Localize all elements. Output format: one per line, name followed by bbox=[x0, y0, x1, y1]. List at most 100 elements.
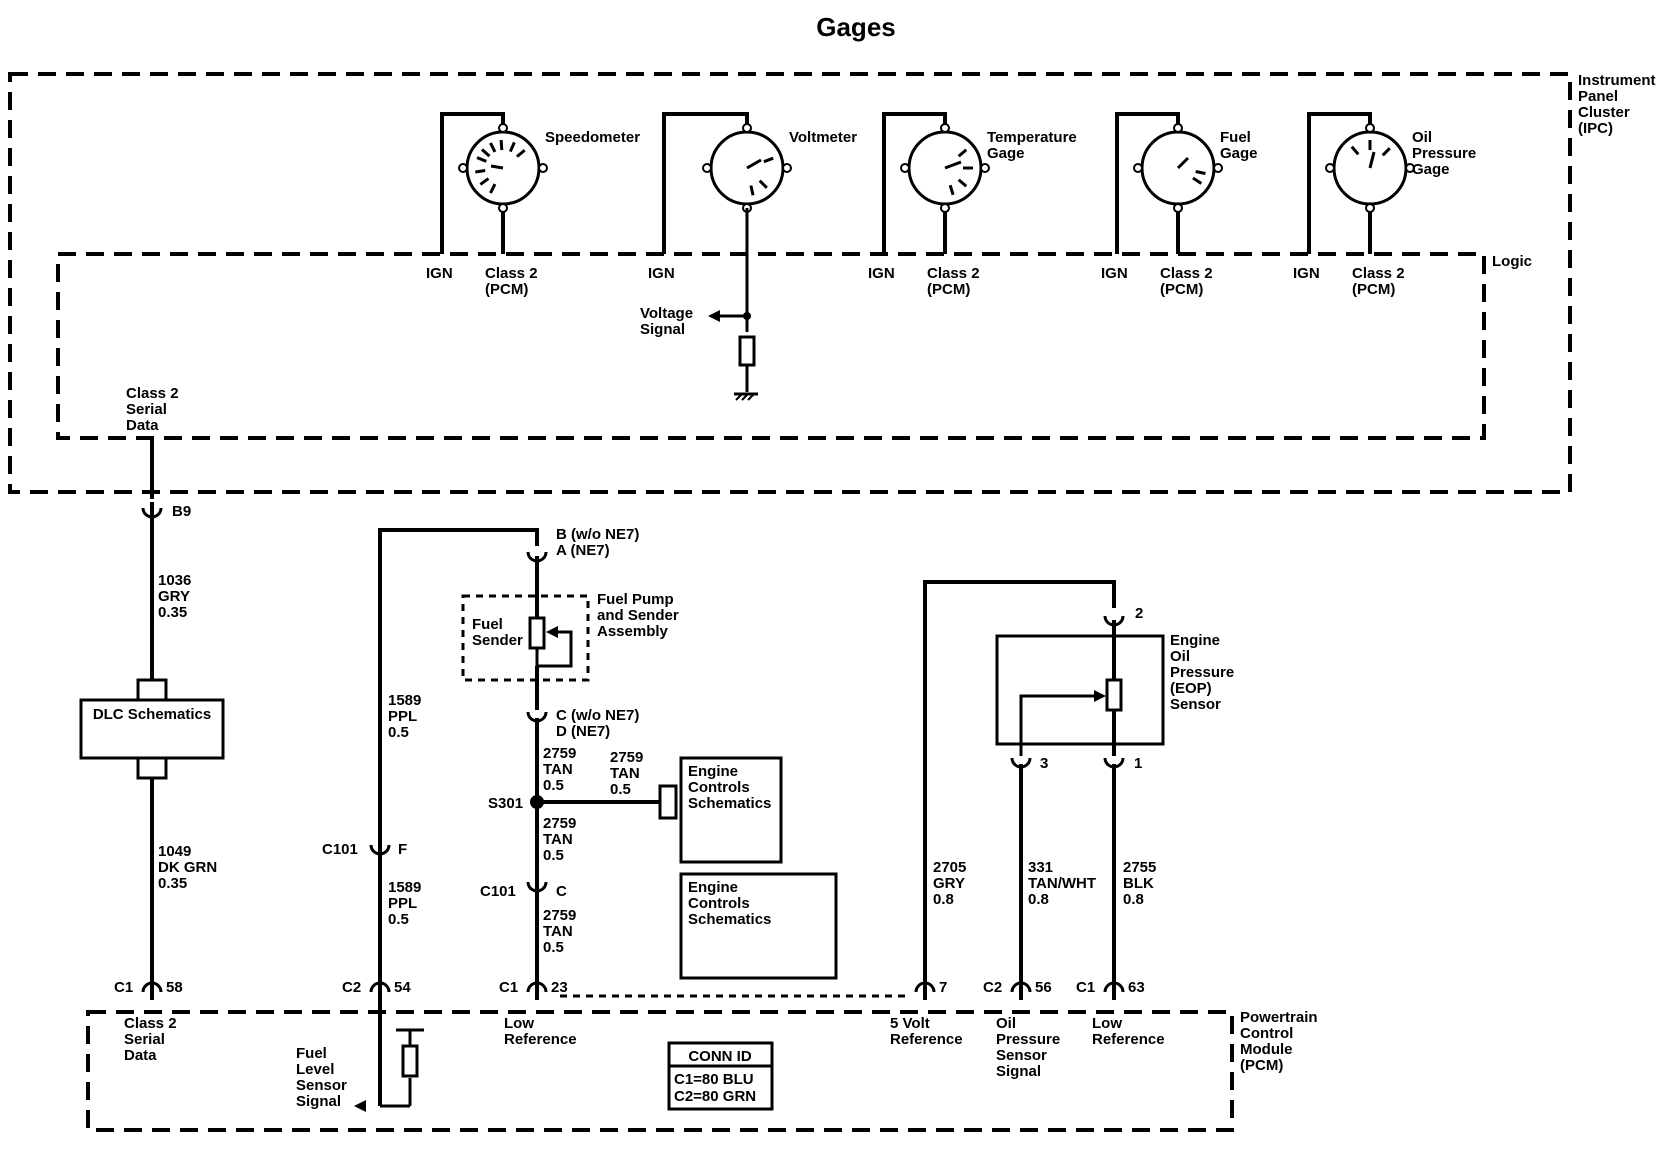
gauge-ign-label: IGN bbox=[1101, 265, 1128, 282]
fuel-sender-wiper-arrow bbox=[546, 626, 558, 638]
ipc-boundary bbox=[8, 72, 1572, 494]
pcm-pin-number: 23 bbox=[551, 979, 568, 996]
gauge-class2-label: Class 2(PCM) bbox=[1352, 265, 1405, 298]
pcm-pin-63: C1 63 bbox=[1076, 979, 1145, 1000]
eop-connector-3-label: 3 bbox=[1040, 755, 1048, 772]
engine-controls-box-2 bbox=[679, 872, 838, 980]
gauge-class2-label: Class 2(PCM) bbox=[485, 265, 538, 298]
pcm-boundary bbox=[86, 1010, 1234, 1132]
gauge-ign-label: IGN bbox=[1293, 265, 1320, 282]
engine-controls-box-1 bbox=[679, 756, 783, 864]
pcm-pin-7: 7 bbox=[914, 979, 947, 1000]
connector-b9 bbox=[141, 492, 163, 519]
fuel-level-signal-arrow bbox=[354, 1100, 366, 1112]
gauge-ign-label: IGN bbox=[426, 265, 453, 282]
fuel-connector-bottom-label: C (w/o NE7)D (NE7) bbox=[556, 707, 639, 740]
gauge-ign-label: IGN bbox=[648, 265, 675, 282]
connector-c101-f bbox=[369, 844, 391, 856]
connector-b9-label: B9 bbox=[172, 503, 191, 520]
logic-boundary bbox=[56, 252, 1486, 440]
connector-c101-f-pin: F bbox=[398, 841, 407, 858]
pcm-pin-23: C1 23 bbox=[499, 979, 568, 1000]
eop-sensor-resistor bbox=[1105, 678, 1123, 712]
eop-connector-2-label: 2 bbox=[1135, 605, 1143, 622]
pcm-pin-connector: C2 bbox=[983, 979, 1002, 996]
pcm-pin-connector: C2 bbox=[342, 979, 361, 996]
voltmeter-resistor bbox=[738, 335, 756, 367]
gauge-class2-label: Class 2(PCM) bbox=[1160, 265, 1213, 298]
fuel-connector-top-label: B (w/o NE7)A (NE7) bbox=[556, 526, 639, 559]
connector-c101-c bbox=[526, 881, 548, 893]
conn-id-title: CONN ID bbox=[688, 1048, 752, 1065]
eop-wiper-arrow bbox=[1094, 690, 1106, 702]
pcm-pin-number: 54 bbox=[394, 979, 411, 996]
pcm-pin-56: C2 56 bbox=[983, 979, 1052, 1000]
gauge-class2-label: Class 2(PCM) bbox=[927, 265, 980, 298]
eop-connector-1-label: 1 bbox=[1134, 755, 1142, 772]
diagram-title: Gages bbox=[816, 12, 896, 42]
fuel-level-pullup-resistor bbox=[401, 1044, 419, 1078]
gauge-name: Speedometer bbox=[545, 129, 640, 146]
eop-sensor-box bbox=[995, 634, 1165, 746]
fuel-sender-resistor bbox=[528, 616, 546, 650]
pcm-pin-58: C1 58 bbox=[114, 979, 183, 1000]
dlc-label: DLC Schematics bbox=[93, 706, 211, 723]
pcm-pin-number: 56 bbox=[1035, 979, 1052, 996]
gauge-ign-label: IGN bbox=[868, 265, 895, 282]
fuel-connector-top bbox=[526, 551, 548, 620]
pcm-pin-connector: C1 bbox=[499, 979, 518, 996]
logic-label: Logic bbox=[1492, 253, 1532, 270]
connector-c101-f-c: C101 bbox=[322, 841, 358, 858]
pcm-pin-54: C2 54 bbox=[342, 979, 411, 1000]
pcm-pin-connector: C1 bbox=[1076, 979, 1095, 996]
dlc-box bbox=[79, 698, 225, 760]
connector-c101-c-pin: C bbox=[556, 883, 567, 900]
fuel-level-circuit bbox=[354, 1000, 424, 1112]
pcm-pins: C1 58 C2 54 C1 23 7 C2 56 C1 63 bbox=[114, 979, 1145, 1000]
pcm-pin-number: 58 bbox=[166, 979, 183, 996]
pcm-pin-number: 63 bbox=[1128, 979, 1145, 996]
pcm-pin-number: 7 bbox=[939, 979, 947, 996]
pcm-pin-connector: C1 bbox=[114, 979, 133, 996]
voltage-signal-arrow bbox=[708, 310, 720, 322]
